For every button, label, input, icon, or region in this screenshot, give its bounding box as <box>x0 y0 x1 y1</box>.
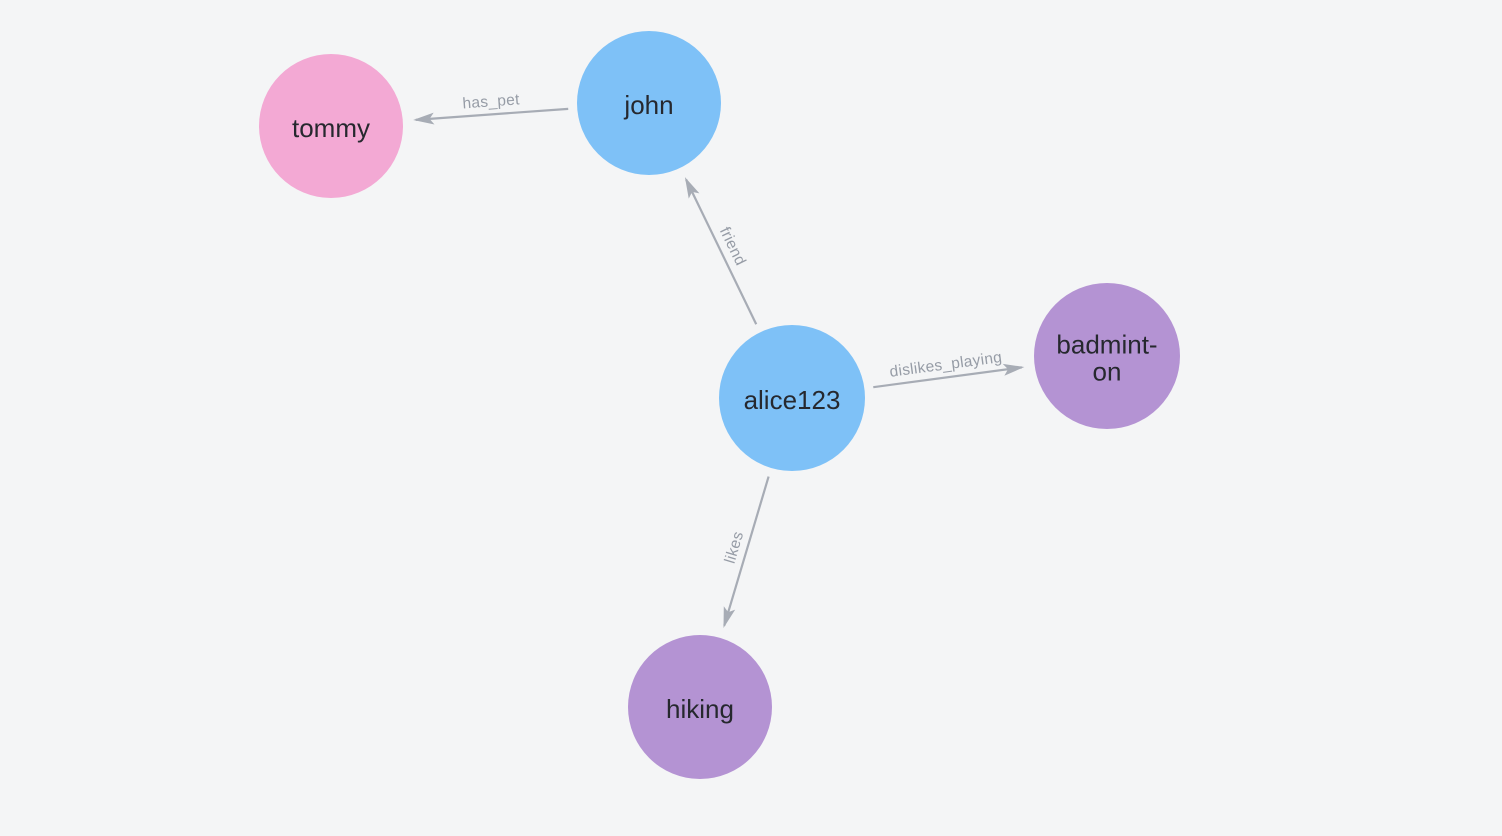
node-badminton[interactable]: badmint-on <box>1034 283 1180 429</box>
edge-has_pet[interactable]: has_pet <box>413 91 569 125</box>
node-hiking[interactable]: hiking <box>628 635 772 779</box>
edge-line[interactable] <box>413 107 569 125</box>
node-label: alice123 <box>744 385 841 415</box>
node-label: john <box>623 90 673 120</box>
edge-line[interactable] <box>684 177 758 325</box>
edge-friend[interactable]: friend <box>684 177 758 325</box>
node-circle[interactable] <box>719 325 865 471</box>
node-circle[interactable] <box>259 54 403 198</box>
node-tommy[interactable]: tommy <box>259 54 403 198</box>
node-circle[interactable] <box>1034 283 1180 429</box>
edge-line[interactable] <box>723 476 770 629</box>
node-label: on <box>1093 357 1122 387</box>
edge-label[interactable]: has_pet <box>462 91 521 112</box>
edge-dislikes_playing[interactable]: dislikes_playing <box>873 349 1025 389</box>
node-label: hiking <box>666 694 734 724</box>
node-john[interactable]: john <box>577 31 721 175</box>
node-label: tommy <box>292 113 370 143</box>
edge-label[interactable]: friend <box>716 224 749 268</box>
node-alice123[interactable]: alice123 <box>719 325 865 471</box>
node-circle[interactable] <box>577 31 721 175</box>
node-circle[interactable] <box>628 635 772 779</box>
edge-label[interactable]: dislikes_playing <box>889 349 1004 381</box>
edge-line[interactable] <box>873 363 1025 389</box>
node-label: badmint- <box>1056 330 1157 360</box>
edge-likes[interactable]: likes <box>722 476 770 629</box>
